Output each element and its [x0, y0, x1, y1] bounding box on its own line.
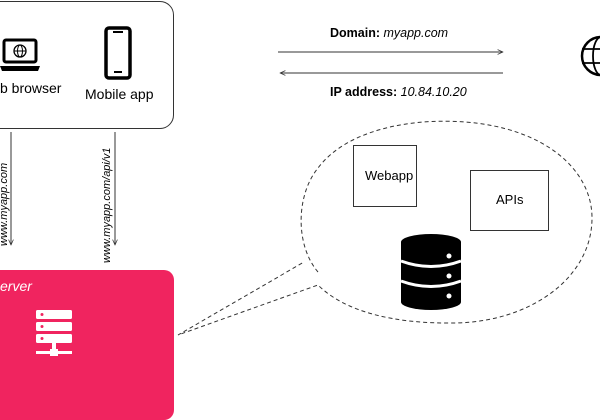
ip-value: 10.84.10.20 [400, 85, 467, 99]
domain-label: Domain: [330, 26, 380, 40]
apis-label: APIs [496, 192, 524, 207]
api-request-url: www.myapp.com/api/v1 [101, 147, 113, 263]
mobile-app-label: Mobile app [85, 86, 154, 102]
webapp-label: Webapp [365, 168, 414, 183]
ip-label: IP address: [330, 85, 398, 99]
apis-box [470, 170, 549, 231]
mobile-phone-icon [104, 26, 132, 80]
laptop-globe-icon [0, 38, 40, 71]
database-icon [400, 234, 462, 310]
ip-annotation: IP address: 10.84.10.20 [330, 85, 467, 99]
server-label: erver [0, 278, 32, 294]
clients-box [0, 1, 174, 129]
dns-globe-icon [580, 35, 600, 77]
server-rack-icon [36, 310, 72, 356]
web-server-box [0, 270, 174, 420]
web-browser-label: b browser [0, 80, 62, 96]
webapp-box [353, 145, 417, 207]
domain-value: myapp.com [383, 26, 449, 40]
diagram-connectors [0, 0, 593, 336]
domain-annotation: Domain: myapp.com [330, 26, 448, 40]
web-request-url: www.myapp.com [0, 162, 10, 246]
